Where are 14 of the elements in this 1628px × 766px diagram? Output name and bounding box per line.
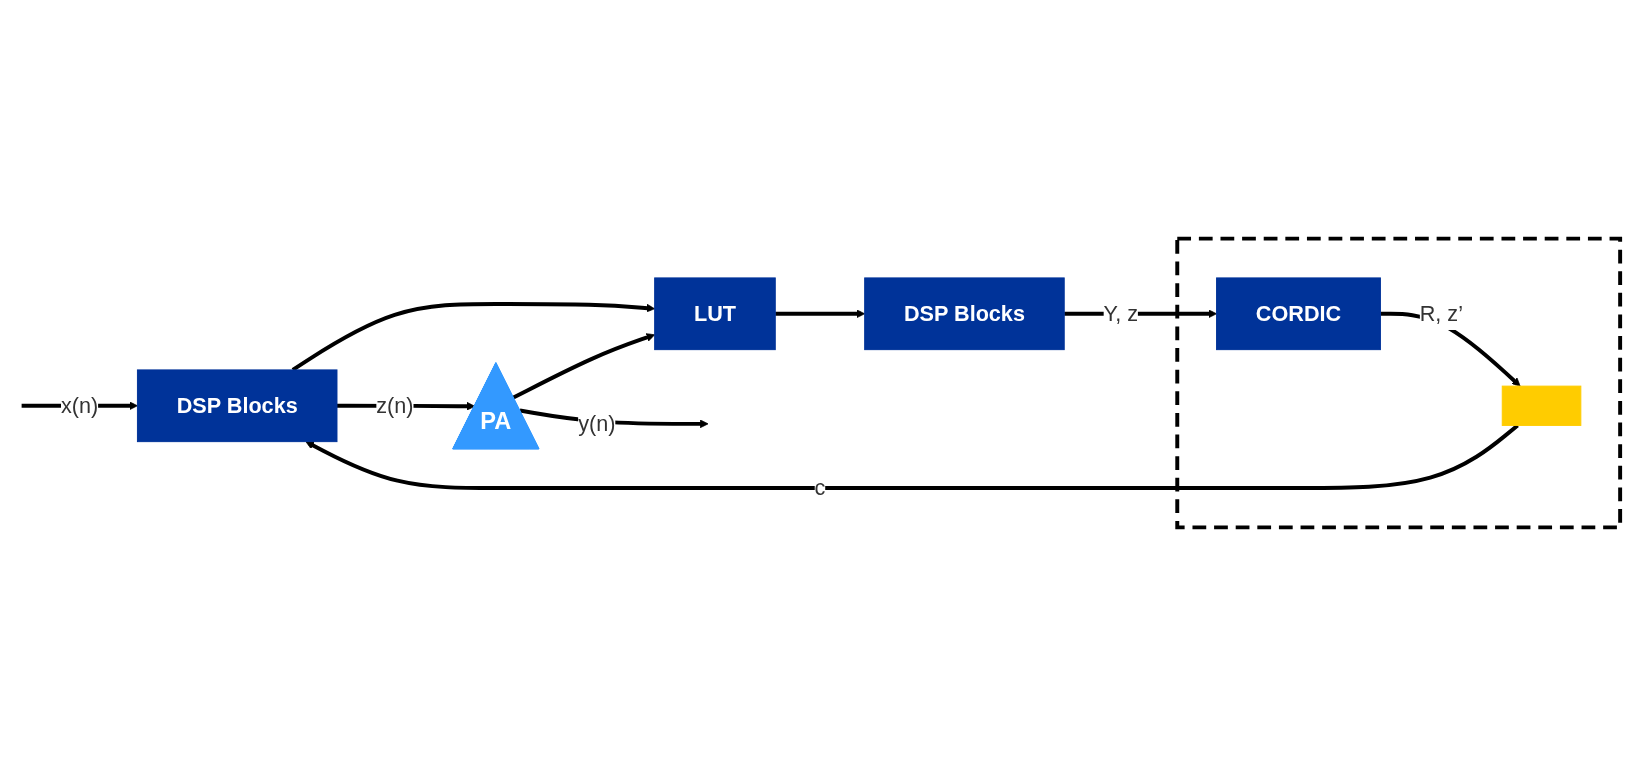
cluster bbox=[1175, 236, 1623, 530]
node-box: LUT bbox=[654, 277, 776, 351]
arrow bbox=[775, 309, 866, 319]
edge-label: Y, z bbox=[1103, 301, 1138, 327]
node-box: DSP Blocks bbox=[136, 369, 338, 443]
edge-label: c bbox=[814, 475, 826, 501]
arrow bbox=[512, 333, 656, 400]
edge-label: x(n) bbox=[60, 393, 99, 419]
edge-label: y(n) bbox=[578, 411, 616, 437]
edge-label: z(n) bbox=[376, 393, 414, 419]
edge-label: R, z’ bbox=[1419, 301, 1463, 327]
node-box: DSP Blocks bbox=[864, 277, 1065, 351]
node-box: CORDIC bbox=[1216, 277, 1381, 351]
node-box bbox=[1501, 385, 1582, 426]
